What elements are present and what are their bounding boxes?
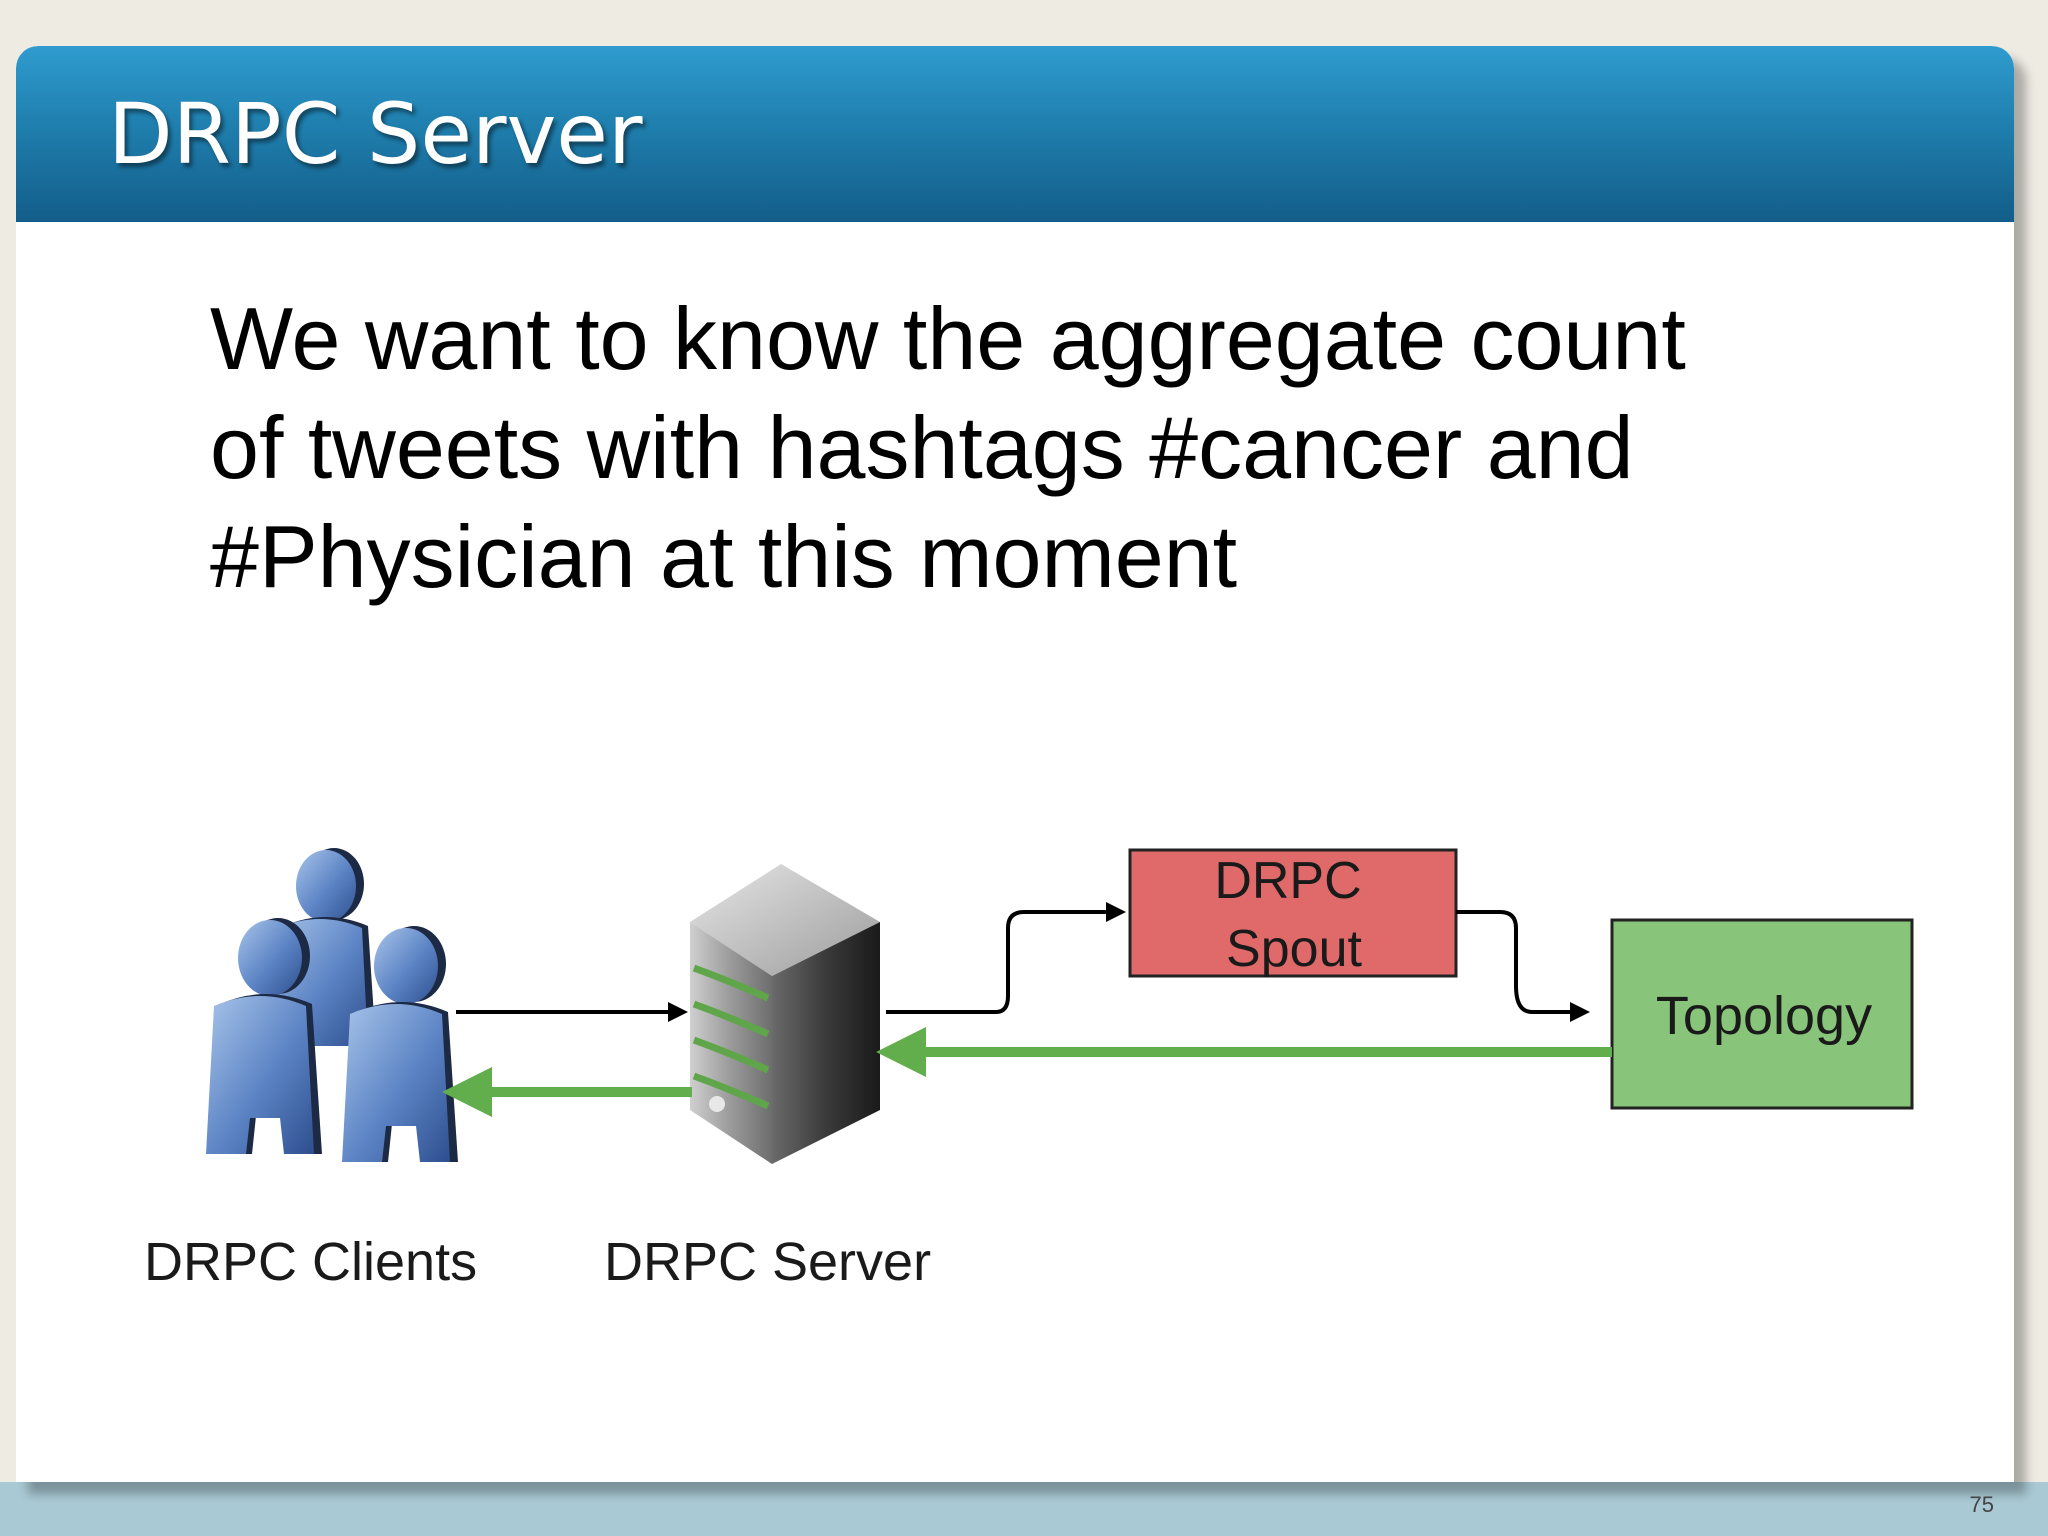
server-label: DRPC Server <box>604 1232 931 1292</box>
arrow-server-to-spout <box>886 902 1126 1014</box>
drpc-diagram: DRPC Clients DRPC Server DRPC Spout <box>144 848 1914 1292</box>
person-right-icon <box>342 926 458 1162</box>
server-tower-icon <box>690 864 880 1164</box>
user-group-icon <box>206 848 458 1162</box>
slide: DRPC Server We want to know the aggregat… <box>16 46 2014 1482</box>
footer-band <box>0 1482 2048 1536</box>
page-number: 75 <box>1969 1492 1994 1517</box>
spout-label-line2: Spout <box>1226 920 1362 978</box>
body-line-3: #Physician at this moment <box>210 507 1238 606</box>
arrow-spout-to-topology <box>1456 910 1590 1022</box>
topology-label: Topology <box>1656 986 1872 1046</box>
slide-body-text: We want to know the aggregate count of t… <box>210 284 1810 611</box>
person-left-icon <box>206 918 322 1154</box>
drpc-spout-node: DRPC Spout <box>1128 848 1458 978</box>
clients-label: DRPC Clients <box>144 1232 477 1292</box>
slide-title: DRPC Server <box>108 85 643 183</box>
body-line-1: We want to know the aggregate count <box>210 289 1686 388</box>
body-line-2: of tweets with hashtags #cancer and <box>210 398 1634 497</box>
spout-label-line1: DRPC <box>1214 852 1361 910</box>
topology-node: Topology <box>1610 918 1914 1110</box>
slide-header: DRPC Server <box>16 46 2014 222</box>
